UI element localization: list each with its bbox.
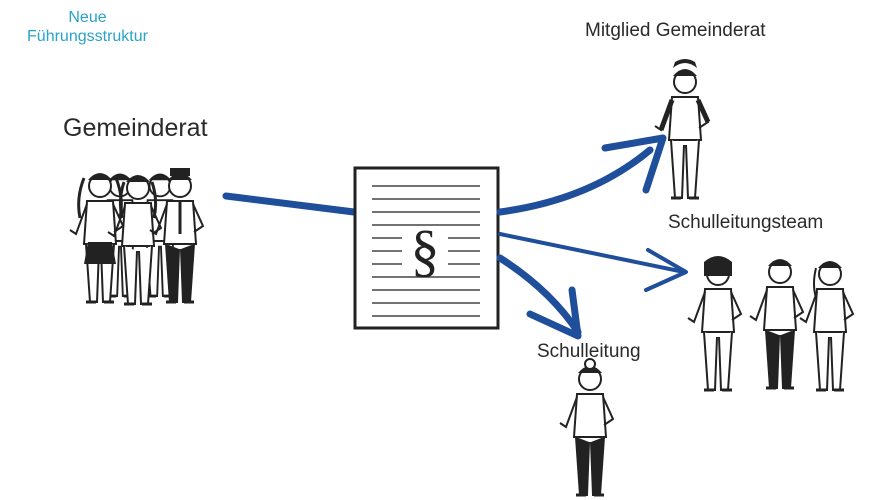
council-member-2 bbox=[106, 173, 163, 306]
title-line-2: Führungsstruktur bbox=[27, 28, 148, 45]
team-member-3 bbox=[798, 259, 855, 392]
diagram-title: Neue Führungsstruktur bbox=[0, 8, 175, 46]
paragraph-sign: § bbox=[411, 218, 440, 283]
title-line-1: Neue bbox=[68, 9, 107, 26]
arrow-to-team bbox=[498, 232, 688, 292]
arrow-to-mitglied bbox=[496, 134, 667, 216]
team-member-1 bbox=[686, 256, 743, 392]
team-member-2 bbox=[748, 257, 805, 390]
label-mitglied-gemeinderat: Mitglied Gemeinderat bbox=[585, 20, 766, 41]
arrow-to-schulleitung bbox=[496, 254, 582, 340]
arrow-gemeinderat-to-document bbox=[222, 192, 358, 216]
council-member-5 bbox=[148, 168, 205, 304]
label-gemeinderat: Gemeinderat bbox=[63, 114, 208, 142]
label-schulleitung: Schulleitung bbox=[537, 341, 641, 362]
person-schulleitung bbox=[558, 358, 615, 497]
gemeinderat-group bbox=[68, 168, 205, 306]
label-schulleitungsteam: Schulleitungsteam bbox=[668, 212, 824, 233]
person-mitglied-gemeinderat bbox=[653, 59, 711, 200]
schulleitungsteam-group bbox=[686, 256, 855, 392]
regulation-document: § bbox=[353, 166, 500, 330]
